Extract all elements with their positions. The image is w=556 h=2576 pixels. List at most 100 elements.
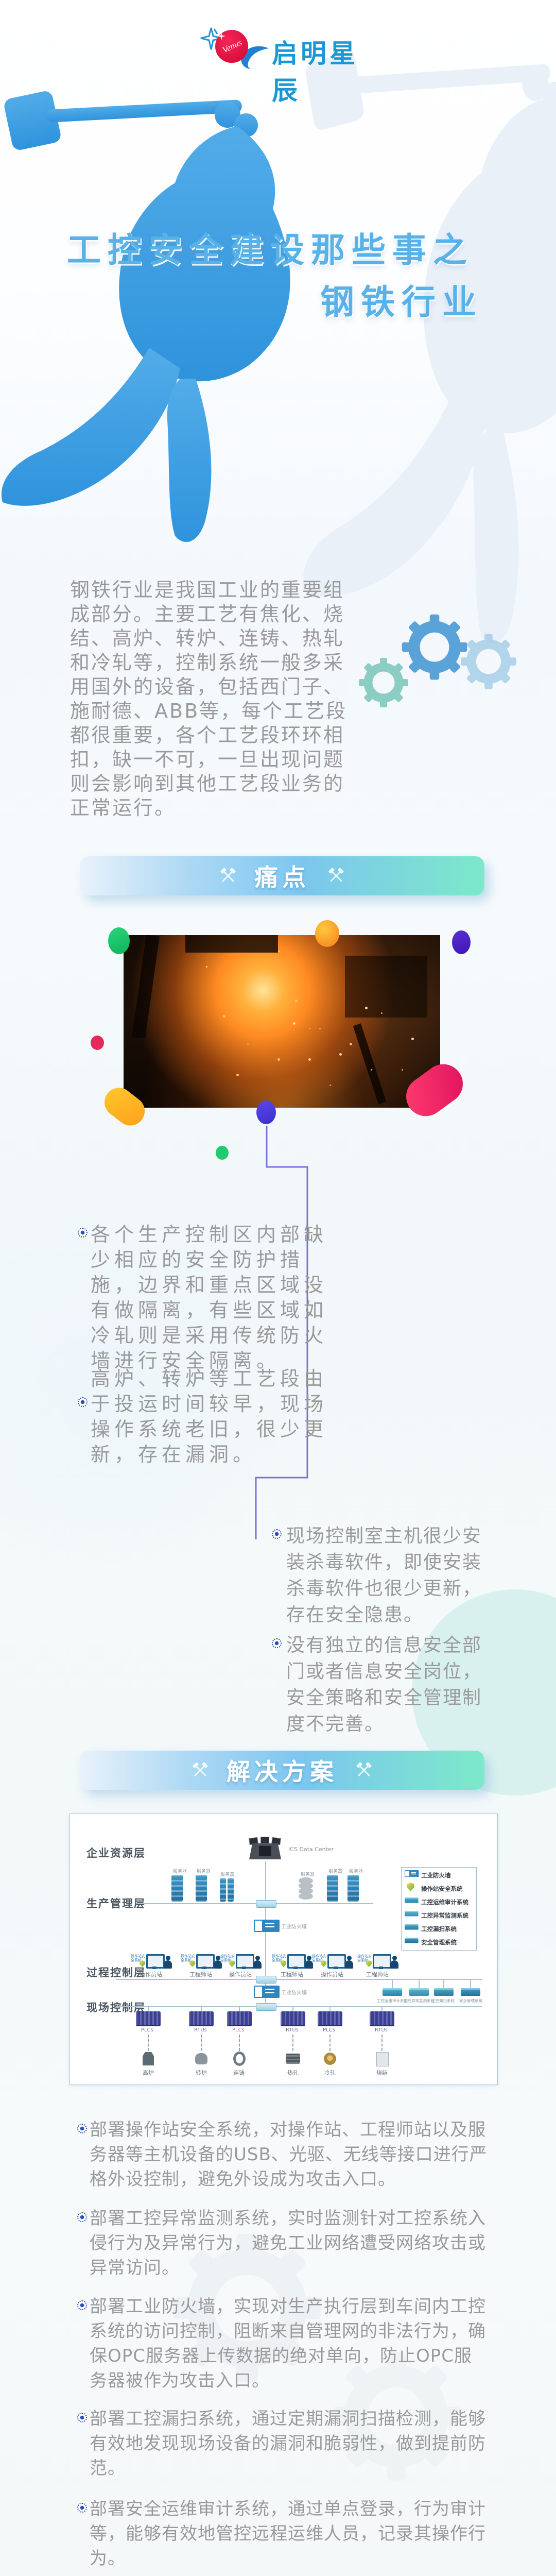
server-icon (228, 1878, 234, 1902)
solution-2: 部署工控异常监测系统，实时监测针对工控系统入侵行为及异常行为，避免工业网络遭受网… (90, 2208, 486, 2278)
gear-icon (359, 658, 408, 707)
decor-dot-purple (452, 930, 471, 954)
appliance-icon (405, 1897, 419, 1903)
controller-label: RTUs (194, 2027, 207, 2033)
layer-label-process: 过程控制层 (86, 1967, 146, 1979)
layer-label-production: 生产管理层 (86, 1897, 146, 1910)
appliance-icon (434, 1988, 454, 1996)
bullet-icon (272, 1638, 282, 1648)
stub (239, 2007, 240, 2011)
bullet-icon (77, 2300, 87, 2310)
server-label: 服务器 (220, 1872, 235, 1877)
disc (299, 1877, 313, 1884)
stub (381, 2007, 383, 2011)
gear-icon (461, 634, 516, 689)
appliance-label: 安全管理系统 (459, 1998, 482, 2003)
bullet-icon (77, 2124, 87, 2133)
bullet-icon (77, 2413, 87, 2422)
legend-label: 工控漏扫系统 (421, 1925, 457, 1933)
controller-label: RTUs (375, 2027, 388, 2033)
dashed-link (329, 2035, 331, 2051)
pain-point-1: 各个生产控制区内部缺少相应的安全防护措施，边界和重点区域没有做隔离，有些区域如冷… (91, 1223, 328, 1372)
process-unit-label: 冷轧 (324, 2070, 336, 2076)
shield-icon (189, 1960, 195, 1967)
server-cluster-icon (299, 1877, 313, 1900)
disc (299, 1893, 313, 1900)
process-unit-label: 连铸 (233, 2070, 245, 2076)
workstation-tag: 操作站安全系统 (131, 1954, 145, 1962)
dashed-link (148, 2035, 149, 2051)
workstation-icon (287, 1954, 306, 1969)
workstation-tag: 操作站安全系统 (220, 1954, 235, 1962)
stub (392, 1979, 393, 1988)
steel-furnace-photo (124, 935, 440, 1108)
stub (201, 2007, 202, 2011)
console-core (259, 1846, 271, 1856)
section-banner-solution-label: 解决方案 (227, 1758, 338, 1786)
shield-icon (366, 1960, 372, 1967)
logo-star-icon (200, 27, 222, 50)
photo-structure (353, 1023, 387, 1105)
appliance-label: 工控漏扫系统 (431, 1998, 455, 2003)
disc (299, 1888, 313, 1894)
person-icon (253, 1956, 262, 1969)
person-icon (164, 1956, 172, 1969)
legend-label: 工控异常监测系统 (421, 1912, 468, 1919)
section-banner-pain-label: 痛点 (254, 863, 310, 891)
legend-row: 操作站安全系统 (405, 1882, 476, 1894)
appliance-icon (383, 1988, 402, 1996)
appliance-icon (405, 1938, 419, 1943)
workstation-icon (373, 1954, 391, 1969)
workstation-icon (196, 1954, 215, 1969)
workstation-tag: 操作站安全系统 (357, 1954, 372, 1962)
server-label: 服务器 (197, 1869, 211, 1874)
decor-dot-indigo (256, 1100, 276, 1124)
appliance-icon (405, 1911, 419, 1917)
logo: Venus 启明星辰 (200, 25, 370, 106)
photo-structure (185, 935, 278, 953)
controller-label: PLCs (323, 2027, 335, 2033)
workstation-label: 操作员站 (229, 1971, 252, 1978)
solution-3: 部署工业防火墙，实现对生产执行层到车间内工控系统的访问控制，阻断来自管理网的非法… (90, 2296, 486, 2391)
workstation-icon (236, 1954, 254, 1969)
switch-icon (256, 1976, 276, 1984)
appliance-label: 工控运维审计系统 (377, 1998, 408, 2003)
gear-watermark-icon (173, 2234, 321, 2382)
pain-point-2: 高炉、转炉等工艺段由于投运时间较早，现场操作系统老旧，很少更新，存在漏洞。 (91, 1367, 328, 1466)
controller-icon (136, 2011, 161, 2026)
photo-structure (345, 956, 427, 1018)
solution-1: 部署操作站安全系统，对操作站、工程师站以及服务器等主机设备的USB、光驱、无线等… (90, 2120, 488, 2190)
bullet-icon (77, 2503, 87, 2513)
crossed-hammers-icon (193, 1762, 208, 1776)
stub (148, 2007, 149, 2011)
dashed-link (201, 2035, 202, 2051)
process-unit-label: 转炉 (196, 2070, 207, 2076)
industrial-firewall-icon (254, 1920, 280, 1932)
network-architecture-diagram: 企业资源层 生产管理层 过程控制层 现场控制层 ICS Data Center … (70, 1814, 498, 2085)
solution-5: 部署安全运维审计系统，通过单点登录，行为审计等，能够有效地管控远程运维人员，记录… (90, 2499, 486, 2569)
workstation-label: 工程师站 (366, 1971, 389, 1978)
server-label: 服务器 (173, 1869, 187, 1874)
bullet-icon (78, 1228, 88, 1238)
decor-dot-red (91, 1036, 104, 1050)
logo-swoosh-icon (241, 46, 269, 69)
workstation-label: 工程师站 (281, 1971, 303, 1978)
controller-icon (318, 2011, 342, 2026)
appliance-icon (405, 1924, 419, 1930)
controller-icon (370, 2011, 394, 2026)
firewall-label: 工业防火墙 (281, 1990, 307, 1996)
workstation-icon (146, 1954, 165, 1969)
person-icon (214, 1956, 222, 1969)
legend-label: 工业防火墙 (421, 1872, 451, 1879)
hero-title-line2: 钢铁行业 (320, 282, 483, 322)
photo-structure (132, 935, 160, 1039)
stub (292, 2007, 293, 2011)
hot-rolling-icon (286, 2054, 300, 2064)
controller-label: RTUs (286, 2027, 299, 2033)
appliance-label: 工控异常监测系统 (404, 1998, 435, 2003)
process-unit-label: 高炉 (143, 2070, 154, 2076)
logo-mini-star-icon (217, 32, 225, 40)
legend-row: 工业防火墙 (405, 1868, 476, 1881)
server-label: 服务器 (328, 1869, 343, 1874)
